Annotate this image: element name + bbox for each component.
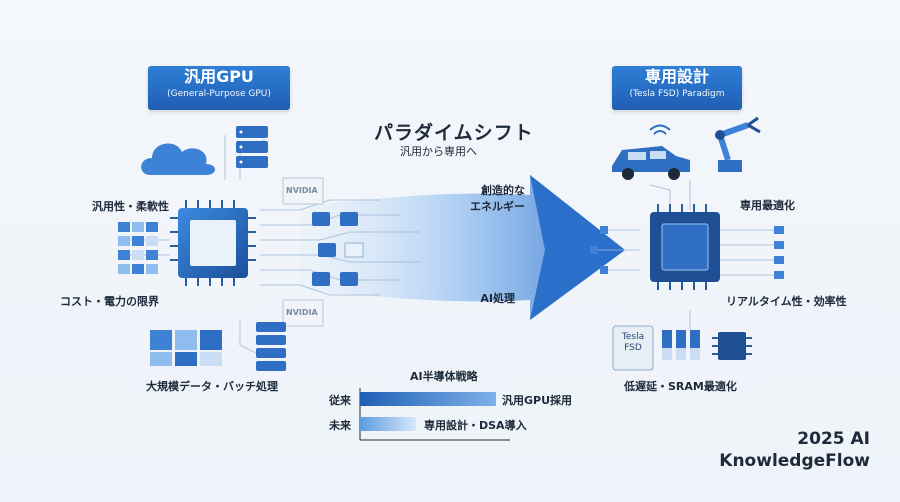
bar-label-conventional: 汎用GPU採用 — [502, 394, 573, 407]
car-icon — [612, 124, 690, 180]
right-circuit-lines — [590, 180, 780, 330]
sram-memory-icon — [662, 330, 700, 360]
left-gpu-chip — [170, 200, 256, 286]
label-low-latency: 低遅延・SRAM最適化 — [624, 380, 737, 393]
nvidia-chip-bottom — [282, 299, 324, 327]
tesla-fsd-chip — [612, 325, 654, 371]
cloud-icon — [141, 143, 215, 175]
general-gpu-badge: 汎用GPU (General-Purpose GPU) — [148, 66, 290, 110]
label-cost-power: コスト・電力の限界 — [60, 295, 159, 308]
small-chip-icon — [712, 332, 752, 360]
robot-arm-icon — [715, 116, 761, 172]
right-asic-chip — [650, 204, 720, 290]
badge-subtitle: (Tesla FSD) Paradigm — [629, 89, 725, 99]
data-flow-boxes — [312, 212, 364, 286]
bar-label-future: 専用設計・DSA導入 — [424, 419, 527, 432]
label-batch: 大規模データ・バッチ処理 — [146, 380, 278, 393]
label-realtime-efficiency: リアルタイム性・効率性 — [726, 295, 847, 308]
label-flexibility: 汎用性・柔軟性 — [92, 200, 169, 213]
row-label-future: 未来 — [329, 419, 351, 432]
label-creative-energy: 創造的な エネルギー — [470, 184, 525, 213]
server-icon — [236, 126, 268, 168]
row-label-conventional: 従来 — [329, 394, 351, 407]
label-dedicated-optimization: 専用最適化 — [740, 199, 795, 212]
badge-subtitle: (General-Purpose GPU) — [167, 89, 271, 99]
paradigm-title: パラダイムシフト — [374, 122, 534, 144]
badge-title: 専用設計 — [644, 67, 709, 86]
nvidia-chip-top — [282, 177, 324, 205]
dedicated-design-badge: 専用設計 (Tesla FSD) Paradigm — [612, 66, 742, 110]
tesla-chip-text: Tesla FSD — [621, 332, 645, 353]
paradigm-subtitle: 汎用から専用へ — [400, 145, 477, 158]
brand-year: 2025 AI — [797, 429, 870, 449]
brand-name: KnowledgeFlow — [719, 451, 870, 471]
nvidia-label-bottom: NVIDIA — [286, 308, 318, 317]
left-block-grid — [118, 222, 158, 274]
bar-conventional — [360, 392, 496, 406]
label-ai-processing: AI処理 — [480, 292, 515, 305]
badge-title: 汎用GPU — [184, 67, 254, 86]
nvidia-label-top: NVIDIA — [286, 186, 318, 195]
brand-mark: 2025 AI KnowledgeFlow — [700, 428, 870, 472]
server-rack-icon — [256, 322, 286, 371]
data-blocks-icon — [150, 330, 222, 366]
paradigm-arrow — [300, 175, 625, 320]
bar-future — [360, 417, 416, 431]
strategy-title: AI半導体戦略 — [410, 370, 478, 383]
right-pin-blocks — [590, 226, 784, 279]
strategy-chart — [359, 388, 510, 441]
